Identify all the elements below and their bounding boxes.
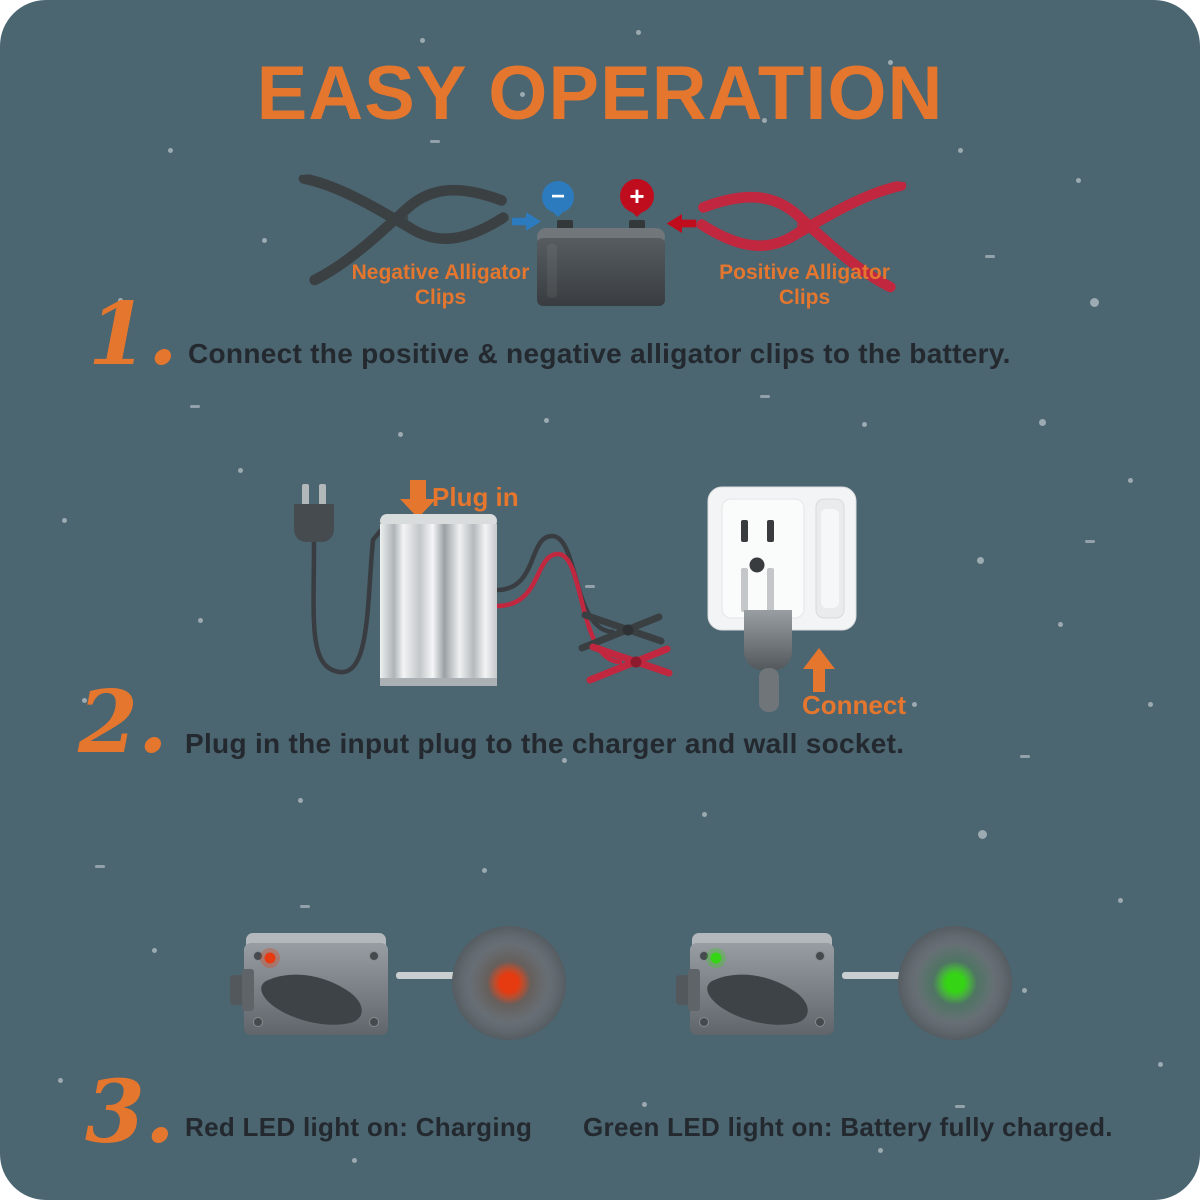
step-2-text: Plug in the input plug to the charger an…: [185, 728, 905, 759]
power-plug-icon: [294, 484, 334, 542]
step-1-text: Connect the positive & negative alligato…: [188, 338, 1011, 369]
wall-socket-icon: [707, 486, 857, 631]
output-wire-red: [496, 551, 623, 665]
connect-label: Connect: [802, 690, 906, 720]
charger-with-red-led-icon: [230, 925, 402, 1047]
orange-up-arrow-icon: [803, 648, 835, 692]
zoom-line-red: [396, 972, 456, 979]
battery-charger-icon: [380, 514, 497, 686]
orange-down-arrow-icon: [400, 480, 436, 518]
step-2-illustration: [278, 472, 920, 757]
step-1-number: 1.: [88, 284, 178, 385]
small-red-clip-icon: [586, 643, 673, 684]
page-title: EASY OPERATION: [256, 51, 944, 136]
arrow-left-icon: [664, 213, 698, 234]
car-battery-icon: [535, 218, 667, 308]
green-led-closeup-icon: [898, 926, 1012, 1040]
plus-symbol: +: [629, 181, 645, 211]
arrow-right-icon: [512, 211, 542, 232]
plug-in-label: Plug in: [432, 482, 519, 512]
red-led-closeup-icon: [452, 926, 566, 1040]
step-3-green-text: Green LED light on: Battery fully charge…: [583, 1112, 1113, 1142]
step-3-number: 3.: [85, 1062, 175, 1163]
zoom-line-green: [842, 972, 902, 979]
negative-alligator-clip-icon: [284, 154, 516, 301]
minus-terminal-badge: −: [542, 181, 574, 213]
positive-clip-label: Positive Alligator Clips: [719, 261, 890, 310]
step-3-red-text: Red LED light on: Charging: [185, 1112, 533, 1142]
step-2-number: 2.: [78, 672, 168, 773]
texture-speckle-streaks: [0, 0, 10, 3]
plug-cable: [311, 528, 383, 675]
minus-symbol: −: [550, 183, 565, 210]
positive-alligator-clip-icon: [689, 161, 921, 308]
texture-speckle-dots: [0, 0, 5, 5]
input-plug-icon: [741, 568, 792, 712]
charger-with-green-led-icon: [676, 925, 848, 1047]
plus-terminal-badge: +: [620, 179, 654, 213]
negative-clip-label: Negative Alligator Clips: [351, 261, 530, 310]
small-black-clip-icon: [578, 611, 665, 652]
